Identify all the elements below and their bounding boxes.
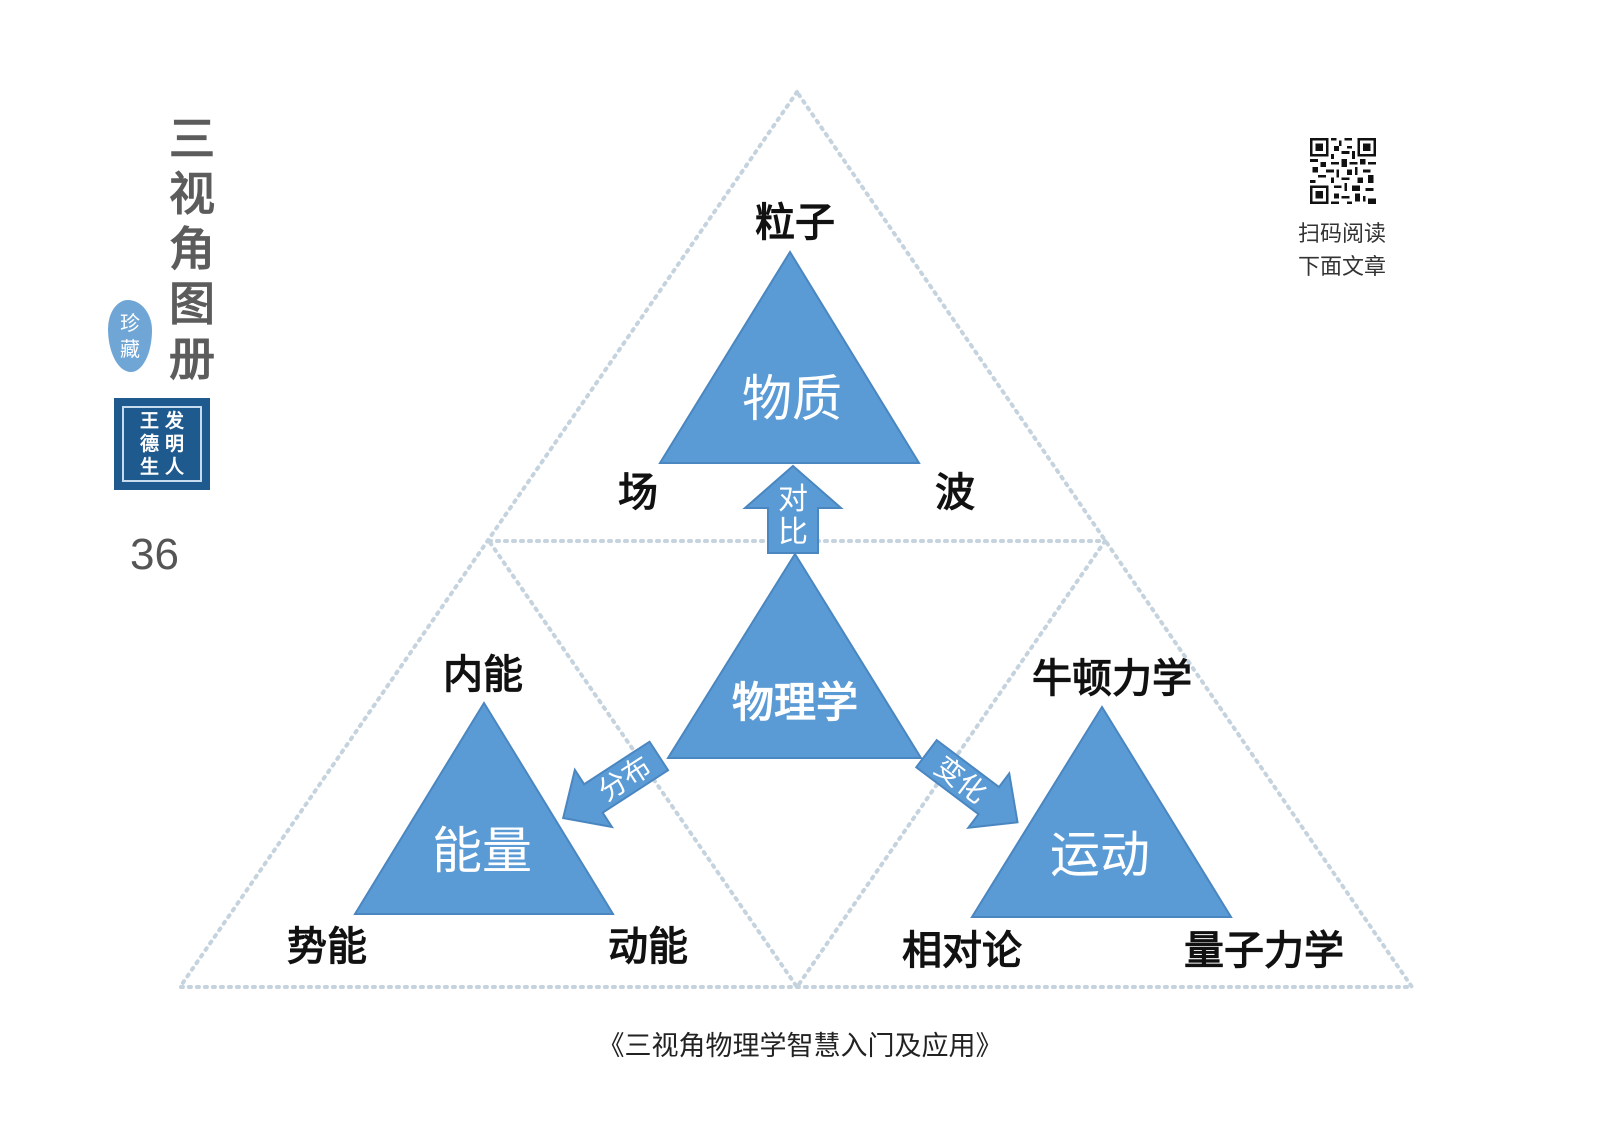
motion-label: 运动 bbox=[1050, 826, 1150, 884]
physics-triangle bbox=[666, 552, 923, 759]
relativity-label: 相对论 bbox=[902, 928, 1023, 974]
qr-caption: 扫码阅读 下面文章 bbox=[1282, 218, 1402, 284]
seal-column-left: 王 德 生 bbox=[140, 410, 159, 479]
album-title-char: 角 bbox=[169, 222, 215, 276]
album-title-char: 视 bbox=[169, 167, 215, 221]
seal-char: 生 bbox=[139, 455, 159, 478]
seal-char: 德 bbox=[139, 432, 159, 455]
seal-frame: 发 明 人 王 德 生 bbox=[122, 406, 202, 482]
seal-char: 人 bbox=[165, 455, 185, 478]
contrast-arrow-label: 对 bbox=[778, 482, 808, 517]
page-number: 36 bbox=[130, 530, 179, 579]
distribution-arrow bbox=[561, 740, 670, 829]
field-label: 场 bbox=[618, 470, 658, 516]
collection-badge-char: 藏 bbox=[120, 337, 140, 361]
particle-label: 粒子 bbox=[755, 200, 835, 246]
physics-label: 物理学 bbox=[732, 678, 858, 727]
newtonian-mechanics-label: 牛顿力学 bbox=[1032, 656, 1192, 702]
collection-badge: 珍 藏 bbox=[108, 300, 152, 372]
album-title-char: 三 bbox=[169, 112, 215, 166]
quantum-mechanics-label: 量子力学 bbox=[1184, 928, 1344, 974]
matter-label: 物质 bbox=[742, 370, 842, 428]
qr-code-icon[interactable] bbox=[1310, 138, 1376, 204]
motion-triangle bbox=[970, 705, 1233, 918]
collection-badge-char: 珍 bbox=[120, 311, 140, 335]
album-title: 三 视 角 图 册 bbox=[162, 112, 222, 387]
qr-caption-line: 下面文章 bbox=[1297, 255, 1386, 280]
wave-label: 波 bbox=[935, 470, 975, 516]
potential-energy-label: 势能 bbox=[287, 924, 367, 970]
seal-char: 王 bbox=[139, 409, 159, 432]
internal-energy-label: 内能 bbox=[443, 652, 523, 698]
album-title-char: 册 bbox=[169, 332, 215, 386]
energy-triangle bbox=[353, 701, 615, 915]
seal-column-right: 发 明 人 bbox=[165, 410, 184, 479]
seal-char: 发 bbox=[165, 409, 185, 432]
qr-caption-line: 扫码阅读 bbox=[1297, 222, 1386, 247]
inventor-seal: 发 明 人 王 德 生 bbox=[114, 398, 210, 490]
change-arrow bbox=[914, 738, 1019, 830]
book-title: 《三视角物理学智慧入门及应用》 bbox=[597, 1031, 1003, 1062]
kinetic-energy-label: 动能 bbox=[608, 924, 688, 970]
contrast-arrow-label: 比 bbox=[778, 515, 808, 550]
seal-char: 明 bbox=[165, 432, 185, 455]
contrast-arrow bbox=[742, 464, 844, 554]
matter-triangle bbox=[658, 250, 921, 464]
album-title-char: 图 bbox=[169, 277, 215, 331]
energy-label: 能量 bbox=[432, 822, 532, 880]
